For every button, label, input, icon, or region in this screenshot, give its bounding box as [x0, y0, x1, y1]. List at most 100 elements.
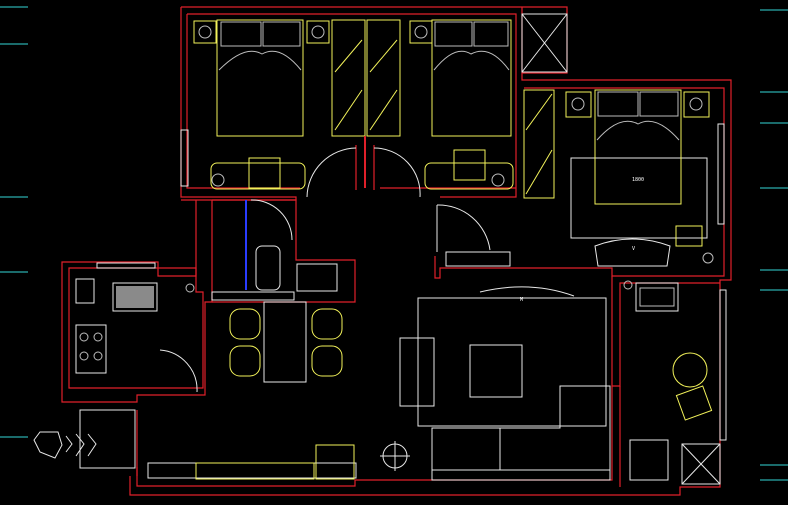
tv-cabinet	[594, 238, 671, 267]
wall-study	[611, 276, 720, 387]
rug	[570, 157, 708, 239]
balcony-box	[79, 409, 136, 469]
window-right	[717, 123, 725, 225]
wardrobe-diag	[525, 149, 553, 195]
lamp-icon	[702, 252, 714, 264]
door-swing	[159, 349, 198, 393]
window-left	[180, 129, 189, 187]
bed-cover	[596, 120, 680, 141]
nightstand	[306, 20, 330, 44]
burner-icon	[79, 332, 89, 342]
mark-living: M	[520, 297, 523, 303]
drain-icon	[623, 280, 633, 290]
dining	[229, 301, 343, 383]
armchair	[399, 337, 435, 407]
wall-kitchen-inner	[68, 267, 204, 389]
walls	[61, 6, 732, 496]
wall-kitchen	[61, 200, 213, 403]
bed-cover	[218, 50, 302, 71]
bath-shelf	[211, 291, 295, 301]
nightstand	[193, 20, 217, 44]
nightstand	[565, 91, 592, 118]
bedroom-master: 1800 V	[445, 89, 714, 267]
wardrobe-diag	[334, 89, 363, 131]
lamp-icon	[198, 25, 212, 39]
wardrobe-diag	[369, 89, 398, 131]
wall-bedroom-inner	[186, 13, 517, 198]
burner-icon	[93, 332, 103, 342]
shaft-cross	[681, 443, 721, 485]
lamp-icon	[571, 97, 585, 111]
bathroom	[211, 245, 338, 301]
cabinet-door	[639, 287, 675, 307]
living: M	[195, 286, 611, 481]
wardrobe	[523, 89, 555, 199]
bed-size-label: 1800	[632, 177, 644, 183]
stove	[75, 324, 107, 374]
drain-icon	[185, 283, 195, 293]
sink-basin	[116, 286, 154, 308]
wardrobe	[331, 19, 366, 137]
wall-top	[181, 6, 568, 74]
pillow	[434, 21, 473, 47]
wardrobe-diag	[334, 39, 363, 73]
wardrobe-diag	[525, 93, 553, 131]
nightstand	[409, 20, 433, 44]
bedroom-left	[193, 19, 330, 190]
dining-chair	[311, 345, 343, 377]
bed	[594, 89, 682, 205]
burner-icon	[79, 351, 89, 361]
bedroom-middle	[409, 13, 568, 190]
nightstand	[683, 91, 710, 118]
dining-table	[263, 301, 307, 383]
dimension-ticks	[0, 6, 788, 481]
wall-living-bottom	[136, 386, 613, 487]
cabinet	[635, 282, 679, 312]
pillow	[220, 21, 262, 47]
doors	[159, 147, 491, 393]
dining-chair	[229, 345, 261, 377]
kitchen	[75, 278, 195, 374]
tv-console	[195, 462, 315, 480]
bed	[216, 19, 304, 137]
wall-hall	[355, 145, 375, 190]
burner-icon	[93, 351, 103, 361]
mark-bedroom: V	[632, 246, 635, 252]
pillow	[473, 21, 509, 47]
door-swing	[373, 147, 421, 198]
sofa	[431, 385, 611, 481]
door-swing	[250, 199, 293, 241]
window-study	[719, 289, 727, 441]
toilet	[255, 245, 281, 291]
shaft-cross	[521, 13, 568, 73]
dining-chair	[229, 308, 261, 340]
lamp-icon	[491, 173, 505, 187]
chair	[248, 157, 281, 189]
wardrobe-diag	[369, 39, 398, 73]
carpet	[417, 297, 607, 427]
lamp-icon	[689, 97, 703, 111]
balcony	[33, 409, 136, 469]
chair	[453, 149, 486, 181]
lamp-icon	[311, 25, 325, 39]
chair	[629, 439, 669, 481]
door-swing	[306, 147, 357, 198]
wall-left-bedroom	[180, 7, 297, 201]
washbasin	[296, 263, 338, 292]
lamp-icon	[211, 173, 225, 187]
window-bottom	[147, 462, 357, 479]
dining-chair	[311, 308, 343, 340]
cabinet	[315, 444, 355, 480]
desk	[424, 162, 514, 190]
tv-arc	[479, 286, 575, 297]
desk	[210, 162, 306, 190]
wardrobes	[331, 19, 401, 188]
fridge	[75, 278, 95, 304]
shaft-box	[521, 13, 568, 73]
steps-arrow-icon	[65, 433, 97, 457]
door-swing	[436, 204, 491, 251]
armchair	[675, 225, 703, 247]
lounge-chair	[675, 385, 713, 421]
wardrobe	[366, 19, 401, 137]
